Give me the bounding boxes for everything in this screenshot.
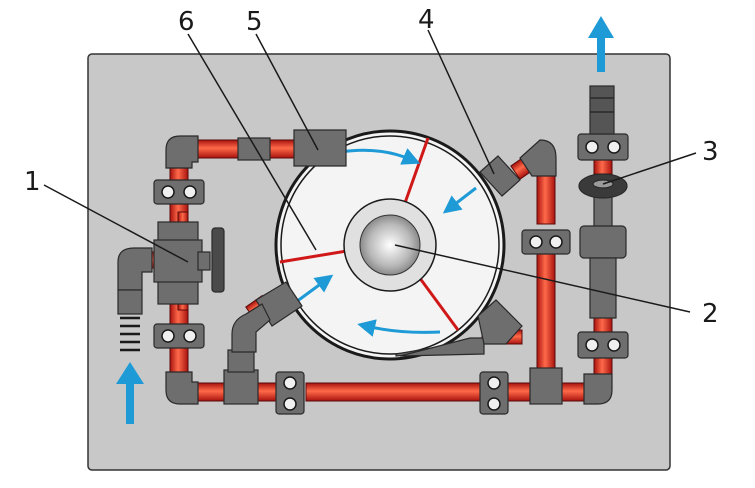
elbow-pump-bottom bbox=[231, 303, 271, 353]
outlet-pipe bbox=[589, 85, 615, 135]
curved-arrow-icon bbox=[295, 274, 334, 304]
callout-3: 3 bbox=[702, 137, 719, 167]
elbow-top-right bbox=[519, 139, 557, 177]
up-arrow-icon bbox=[588, 16, 614, 72]
flow-arrows bbox=[116, 16, 614, 424]
callout-6: 6 bbox=[178, 7, 195, 37]
clamp-right-mid bbox=[521, 229, 571, 255]
inlet-pipe bbox=[117, 289, 143, 315]
coupling-top bbox=[237, 137, 271, 161]
elbow-bottom-left bbox=[165, 371, 199, 405]
curved-arrow-icon bbox=[339, 148, 421, 165]
elbow-bottom-right bbox=[583, 373, 613, 405]
clamp-bolts bbox=[161, 140, 621, 411]
pump-bottom-right-nozzle bbox=[477, 299, 523, 345]
pump-inlet-nozzle bbox=[293, 129, 347, 167]
fittings bbox=[117, 85, 629, 415]
clamp-bottom-left bbox=[275, 371, 305, 415]
inlet-elbow bbox=[117, 247, 153, 291]
callout-4: 4 bbox=[418, 5, 435, 35]
clamp-bottom-right bbox=[479, 371, 509, 415]
tee-bottom-right bbox=[529, 367, 563, 405]
valve-bonnet bbox=[579, 225, 627, 259]
curved-arrow-icon bbox=[357, 319, 441, 337]
leader-lines bbox=[43, 29, 697, 313]
rotation-arrows bbox=[295, 148, 477, 337]
up-arrow-icon bbox=[116, 362, 144, 424]
curved-arrow-icon bbox=[442, 186, 477, 214]
elbow-top-left bbox=[165, 135, 199, 169]
tee-bottom-left bbox=[223, 369, 259, 405]
pump-hub bbox=[343, 198, 437, 292]
callout-5: 5 bbox=[246, 7, 263, 37]
callout-2: 2 bbox=[702, 299, 719, 329]
callout-1: 1 bbox=[24, 167, 41, 197]
valve-lower-body bbox=[589, 257, 617, 319]
